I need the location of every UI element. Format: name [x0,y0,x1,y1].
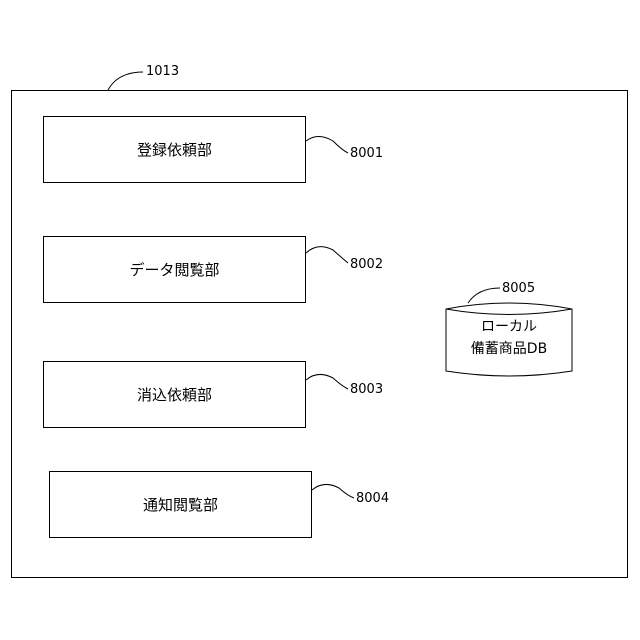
box4-leader-line [312,484,354,498]
frame-leader-line [108,72,143,90]
box1-ref-number: 8001 [350,147,383,160]
box3-ref-number: 8003 [350,383,383,396]
box1-leader-line [306,137,348,154]
frame-ref-number: 1013 [146,65,179,78]
db-label-line1: ローカル [446,320,572,334]
db-leader-line [468,288,500,303]
box2-leader-line [306,247,348,263]
local-stock-db-cylinder [446,303,572,376]
box2-ref-number: 8002 [350,258,383,271]
box4-ref-number: 8004 [356,492,389,505]
box3-leader-line [306,374,348,389]
db-ref-number: 8005 [502,282,535,295]
db-label-line2: 備蓄商品DB [446,342,572,356]
